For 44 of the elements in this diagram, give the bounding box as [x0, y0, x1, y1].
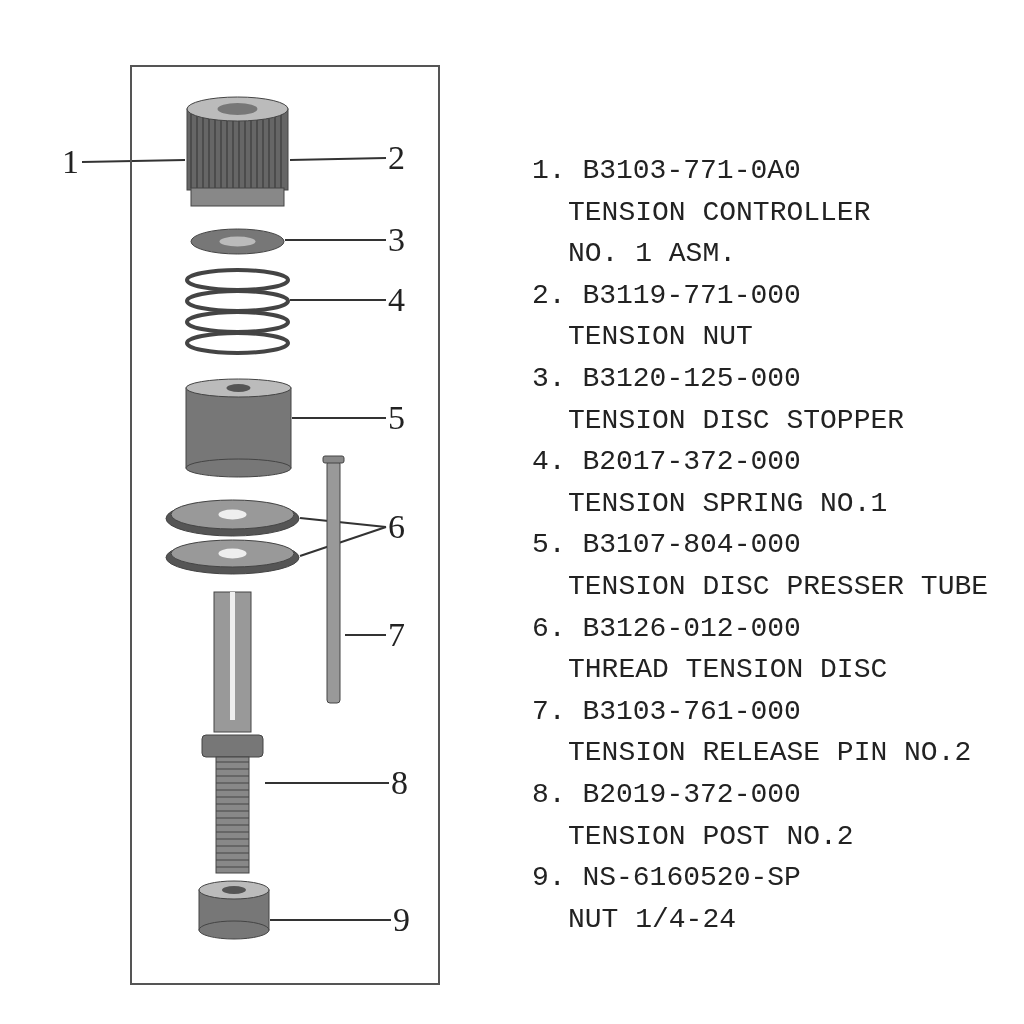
disc-stopper-drawing: [190, 228, 285, 255]
cylinder-part: [198, 880, 270, 940]
leader-line: [289, 157, 387, 161]
part-description: TENSION CONTROLLER NO. 1 ASM.: [567, 195, 872, 272]
part-description: TENSION POST NO.2: [567, 819, 855, 854]
part-description: TENSION SPRING NO.1: [567, 486, 889, 521]
part-number: 9. NS-6160520-SP: [532, 861, 802, 896]
part-description: TENSION NUT: [567, 320, 754, 355]
callout-number: 6: [388, 510, 408, 544]
part-number: 8. B2019-372-000: [532, 777, 802, 812]
leader-line: [299, 526, 387, 557]
leader-line: [269, 919, 392, 921]
part-number: 5. B3107-804-000: [532, 528, 802, 563]
part-number: 4. B2017-372-000: [532, 445, 802, 480]
part-description: THREAD TENSION DISC: [567, 653, 889, 688]
leader-line: [284, 239, 387, 241]
part-number: 6. B3126-012-000: [532, 611, 802, 646]
part-description: TENSION DISC STOPPER: [567, 403, 906, 438]
part-number: 7. B3103-761-000: [532, 694, 802, 729]
leader-line: [291, 417, 387, 419]
tension-post-drawing: [200, 590, 265, 875]
cylinder-part: [185, 378, 292, 478]
callout-number: 9: [393, 903, 413, 937]
part-description: NUT 1/4-24: [567, 902, 738, 937]
callout-number: 1: [62, 145, 82, 179]
callout-number: 5: [388, 401, 408, 435]
callout-number: 7: [388, 618, 408, 652]
tension-nut-drawing: [185, 95, 290, 210]
callout-number: 2: [388, 141, 408, 175]
leader-line: [289, 299, 387, 301]
callout-number: 4: [388, 283, 408, 317]
part-description: TENSION DISC PRESSER TUBE: [567, 569, 990, 604]
pin-part: [322, 455, 345, 705]
leader-line: [81, 159, 186, 163]
part-number: 2. B3119-771-000: [532, 278, 802, 313]
leader-line: [264, 782, 390, 784]
callout-number: 3: [388, 223, 408, 257]
part-description: TENSION RELEASE PIN NO.2: [567, 736, 973, 771]
part-number: 1. B3103-771-0A0: [532, 154, 802, 188]
part-number: 3. B3120-125-000: [532, 361, 802, 396]
callout-number: 8: [391, 766, 411, 800]
leader-line: [344, 634, 387, 636]
leader-line: [299, 517, 387, 528]
spring-drawing: [185, 268, 290, 355]
